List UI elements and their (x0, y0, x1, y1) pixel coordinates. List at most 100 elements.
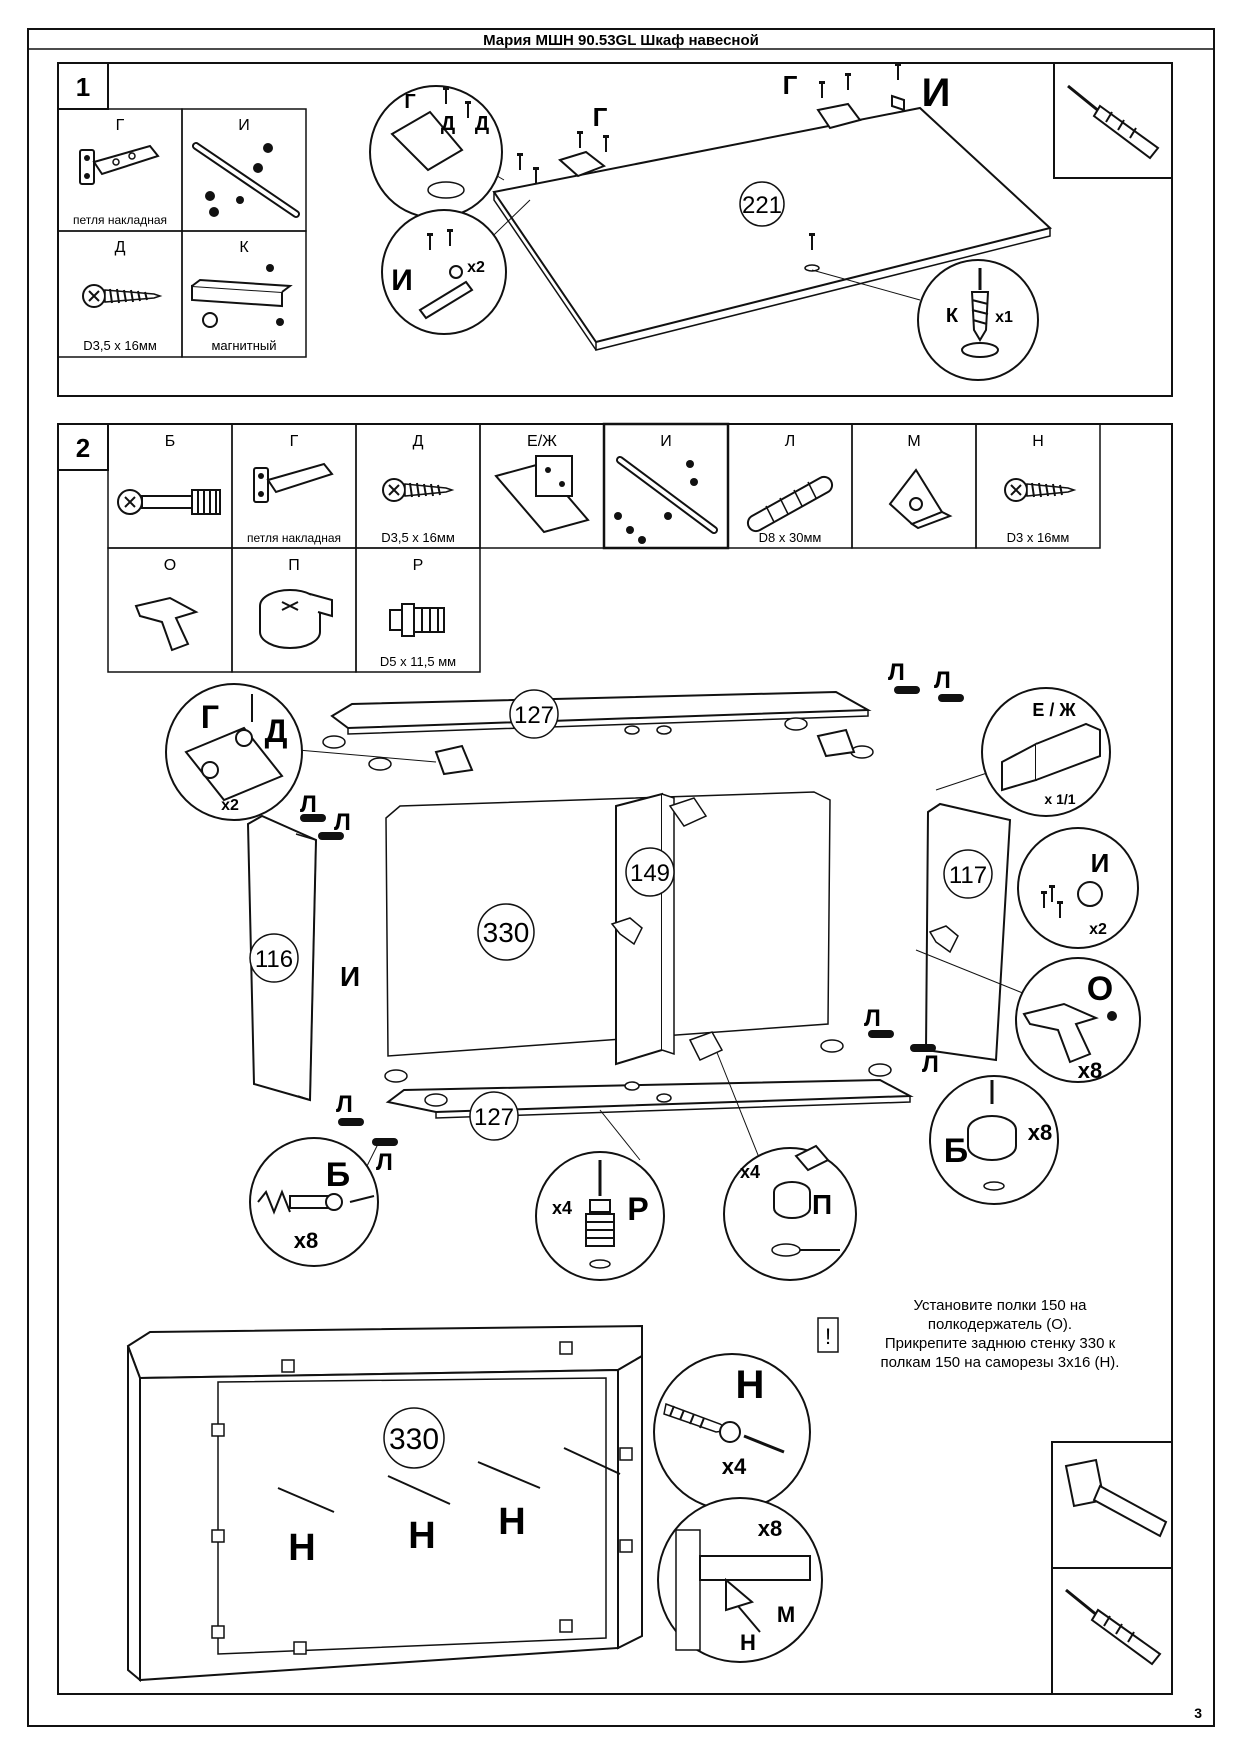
panel-label: 117 (949, 862, 987, 889)
part-letter: Е/Ж (527, 433, 557, 450)
part-caption: D3,5 x 16мм (83, 338, 157, 353)
detail-back-screw-circle: Н x4 (653, 1353, 811, 1511)
panel-label: 149 (630, 860, 670, 887)
part-caption: D3,5 x 16мм (381, 530, 455, 545)
screw-icon (82, 284, 163, 308)
part-letter: П (288, 557, 300, 574)
dowel-icon (746, 475, 834, 533)
hammer-icon (1064, 1458, 1168, 1538)
part-letter: Б (165, 433, 176, 450)
note-line: Прикрепите заднюю стенку 330 к (885, 1335, 1116, 1352)
dowel-label: Л (376, 1149, 393, 1176)
callout-letter: Н (736, 1363, 765, 1407)
screwdriver-icon (1067, 84, 1160, 160)
detail-catch-circle: К x1 (917, 259, 1039, 381)
panel-label: 330 (389, 1423, 439, 1456)
callout-letter: Б (944, 1132, 968, 1170)
cam-lock-icon (259, 589, 333, 649)
screw-icon (1004, 478, 1077, 502)
callout-letter: Р (627, 1191, 648, 1227)
gas-lift-icon (614, 456, 718, 544)
tool-box (1053, 62, 1173, 179)
dowel-label: Л (922, 1051, 939, 1078)
part-caption: магнитный (211, 338, 276, 353)
page-frame (27, 28, 1215, 1727)
screw-icon (382, 478, 455, 502)
part-letter: К (239, 239, 249, 256)
part-caption: петля накладная (73, 213, 167, 227)
callout-letter: Б (326, 1156, 350, 1194)
dowel-label: Л (864, 1005, 881, 1032)
part-letter: Н (1032, 433, 1044, 450)
part-letter: И (660, 433, 672, 450)
gas-lift-icon (192, 142, 300, 218)
callout-letter: Д (265, 713, 288, 749)
step-2-parts: Б Г петля накладная Д D3 (107, 422, 1101, 673)
part-letter: О (164, 557, 176, 574)
detail-hinge-circle: Г Д Д (369, 85, 503, 219)
dowel-label: Л (934, 667, 951, 694)
step-2: 2 Б Г (57, 422, 1173, 1695)
note-icon: ! (825, 1324, 831, 1349)
part-letter: Г (116, 117, 125, 134)
callout-count: x2 (467, 259, 485, 276)
callout-count: x8 (1028, 1120, 1052, 1145)
note-line: полкодержатель (О). (928, 1316, 1072, 1333)
callout-letter: И (340, 961, 360, 992)
shelf-support-icon (134, 596, 199, 652)
cam-bolt-icon (117, 489, 221, 515)
corner-block-icon (888, 468, 953, 530)
assembled-cabinet-back: 330 Н Н Н (126, 1324, 643, 1683)
part-letter: Д (115, 239, 126, 256)
tool-box (1051, 1441, 1173, 1695)
callout-count: x8 (294, 1228, 318, 1253)
callout-letter: Г (404, 91, 415, 113)
instruction-note: ! Установите полки 150 на полкодержатель… (817, 1297, 1120, 1371)
page-number: 3 (1194, 1705, 1202, 1721)
callout-letter: Н (498, 1501, 525, 1543)
callout-count: x4 (552, 1198, 572, 1218)
callout-letter: М (777, 1602, 795, 1627)
callout-letter: Г (593, 102, 608, 132)
callout-letter: Д (475, 113, 489, 135)
detail-hanger-circle: Е / Ж x 1/1 (981, 687, 1111, 817)
detail-cam-bolt-left-circle: Б x8 (249, 1137, 379, 1267)
part-letter: Л (785, 433, 796, 450)
dowel-label: Л (300, 791, 317, 818)
sheet-title: Мария МШН 90.53GL Шкаф навесной (483, 32, 759, 49)
dowel-label: Л (334, 809, 351, 836)
step-2-number: 2 (76, 433, 90, 463)
callout-count: x1 (995, 309, 1013, 326)
callout-count: x2 (1089, 921, 1107, 938)
panel-label: 127 (514, 702, 554, 729)
callout-letter: Д (441, 113, 455, 135)
callout-count: x 1/1 (1044, 791, 1075, 807)
part-letter: И (238, 117, 250, 134)
note-line: полкам 150 на саморезы 3x16 (Н). (881, 1354, 1120, 1371)
door-panel-221: 221 Г Г И (467, 62, 1053, 351)
part-caption: D8 x 30мм (759, 530, 822, 545)
part-letter: М (907, 433, 920, 450)
note-line: Установите полки 150 на (913, 1297, 1087, 1314)
callout-letter: К (946, 305, 959, 327)
callout-count: x8 (758, 1516, 782, 1541)
callout-letter: И (1091, 848, 1110, 878)
exploded-cabinet: 127 330 149 116 И 117 127 (246, 659, 1041, 1181)
callout-letter: О (1087, 970, 1113, 1008)
callout-letter: И (922, 71, 951, 115)
detail-cam-bolt-circle: Б x8 (929, 1075, 1059, 1205)
callout-letter: И (391, 264, 413, 297)
detail-cam-pin-circle: x4 Р (535, 1151, 665, 1281)
part-letter: Р (413, 557, 424, 574)
callout-letter: Е / Ж (1032, 700, 1076, 720)
callout-count: x2 (221, 797, 239, 814)
detail-cam-lock-circle: x4 П (723, 1144, 857, 1281)
hinge-icon (253, 462, 334, 503)
dowel-label: Л (888, 659, 905, 686)
screwdriver-icon (1065, 1588, 1162, 1666)
part-letter: Г (290, 433, 299, 450)
panel-label: 127 (474, 1104, 514, 1131)
detail-lift-circle: И x2 (381, 209, 507, 335)
step-1-number: 1 (76, 72, 90, 102)
